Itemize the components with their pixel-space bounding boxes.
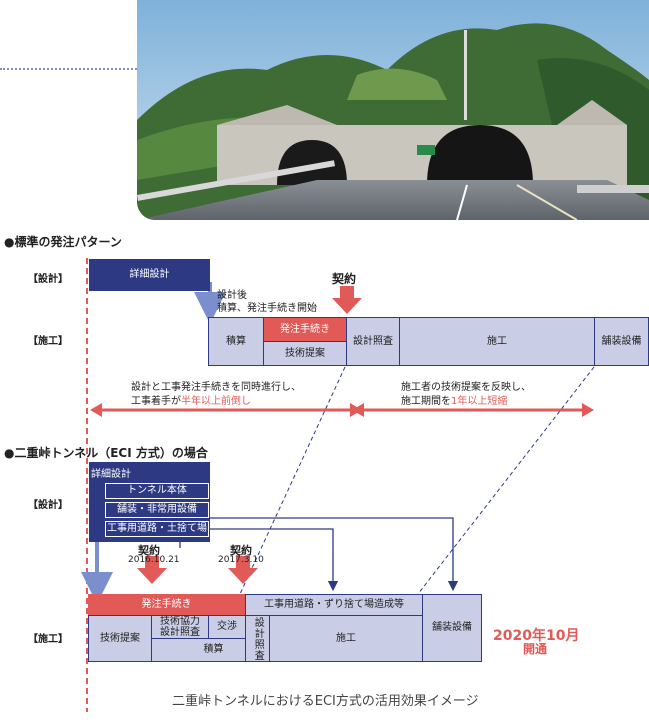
tunnel-photo <box>137 0 649 220</box>
section2-title: ●二重峠トンネル（ECI 方式）の場合 <box>4 446 208 460</box>
s2-ordering: 発注手続き <box>88 594 245 616</box>
s2-tech-proposal: 技術提案 <box>88 615 152 662</box>
s2-estimate: 積算 <box>151 638 246 662</box>
dotted-connector <box>0 68 137 70</box>
note-right-1: 施工者の技術提案を反映し、 <box>401 382 531 393</box>
s2-work-road-construction: 工事用道路・ずり捨て場造成等 <box>245 594 423 616</box>
s1-paving: 舗装設備 <box>594 317 649 366</box>
s2-tech-coop: 技術協力設計照査 <box>151 615 209 639</box>
section2-construction-label: 【施工】 <box>28 634 68 645</box>
s1-tech-proposal: 技術提案 <box>263 341 347 366</box>
contract-arrow-1 <box>332 286 362 314</box>
section1-title: ●標準の発注パターン <box>4 235 122 249</box>
s2-tunnel-body: トンネル本体 <box>105 483 209 499</box>
note-left-2: 工事着手が半年以上前倒し <box>131 396 251 407</box>
s2-contract1-date: 2016.10.21 <box>128 555 180 565</box>
section1-construction-label: 【施工】 <box>28 336 68 347</box>
s2-paving: 舗装設備 <box>422 594 482 662</box>
caption: 二重峠トンネルにおけるECI方式の活用効果イメージ <box>172 694 479 709</box>
s2-contract2-date: 2017.3.10 <box>218 555 264 565</box>
s1-detailed-design: 詳細設計 <box>89 259 210 291</box>
section2-design-label: 【設計】 <box>28 500 68 511</box>
s2-contract2-label: 契約 <box>230 544 252 557</box>
s2-construction: 施工 <box>269 615 423 662</box>
note-right-2: 施工期間を1年以上短縮 <box>401 396 508 407</box>
contract-arrow-3 <box>228 556 258 584</box>
s2-design-check: 設計照査 <box>245 615 270 662</box>
s1-design-check: 設計照査 <box>346 317 400 366</box>
after-design-text-2: 積算、発注手続き開始 <box>217 303 317 314</box>
s1-estimate: 積算 <box>208 317 264 366</box>
s2-contract1-label: 契約 <box>138 544 160 557</box>
contract-arrow-2 <box>137 556 167 584</box>
s1-ordering: 発注手続き <box>263 317 347 342</box>
s2-negotiation: 交渉 <box>208 615 246 639</box>
after-design-text-1: 設計後 <box>217 290 247 301</box>
section1-design-label: 【設計】 <box>28 274 68 285</box>
opening-date: 2020年10月 <box>493 628 580 644</box>
opening-label: 開通 <box>523 642 548 656</box>
s1-contract-label: 契約 <box>332 272 357 286</box>
s2-paving-facilities: 舗装・非常用設備 <box>105 502 209 518</box>
s1-construction: 施工 <box>399 317 595 366</box>
note-left-1: 設計と工事発注手続きを同時進行し、 <box>131 382 301 393</box>
s2-work-road: 工事用道路・土捨て場 <box>105 521 209 537</box>
s2-detailed-design-label: 詳細設計 <box>91 469 131 480</box>
